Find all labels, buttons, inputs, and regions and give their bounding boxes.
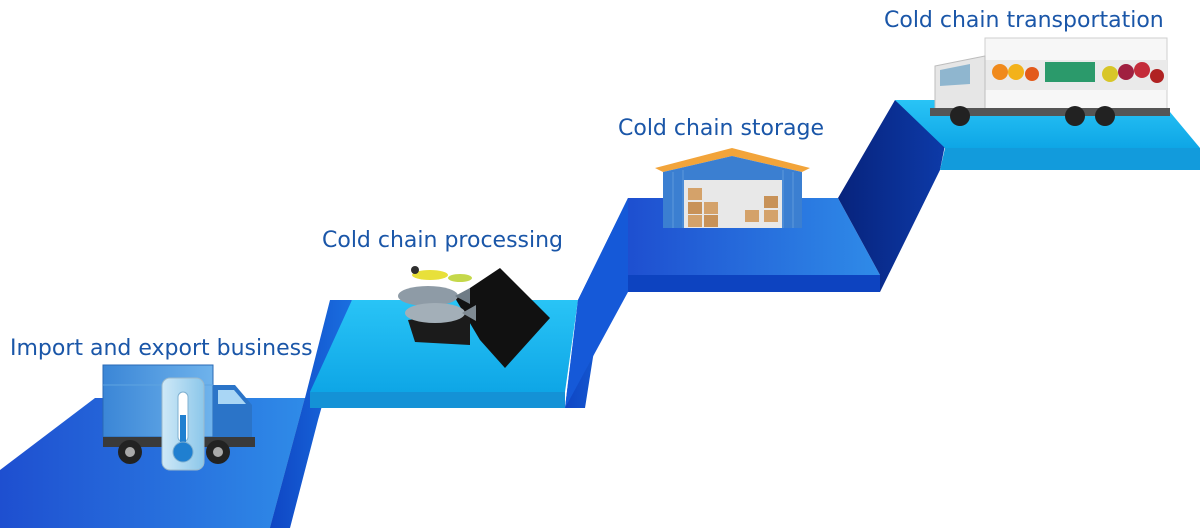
stage-label-import-export: Import and export business <box>10 336 313 361</box>
stage-label-processing: Cold chain processing <box>322 228 564 253</box>
produce-truck-icon <box>930 37 1170 126</box>
stage-label-transportation: Cold chain transportation <box>884 8 1164 33</box>
refrigerated-truck-thermometer-icon <box>102 364 255 471</box>
fish-processing-icon <box>398 266 550 368</box>
cold-storage-warehouse-icon <box>655 148 810 228</box>
riser-3 <box>838 100 945 292</box>
stage-label-storage: Cold chain storage <box>618 116 825 141</box>
